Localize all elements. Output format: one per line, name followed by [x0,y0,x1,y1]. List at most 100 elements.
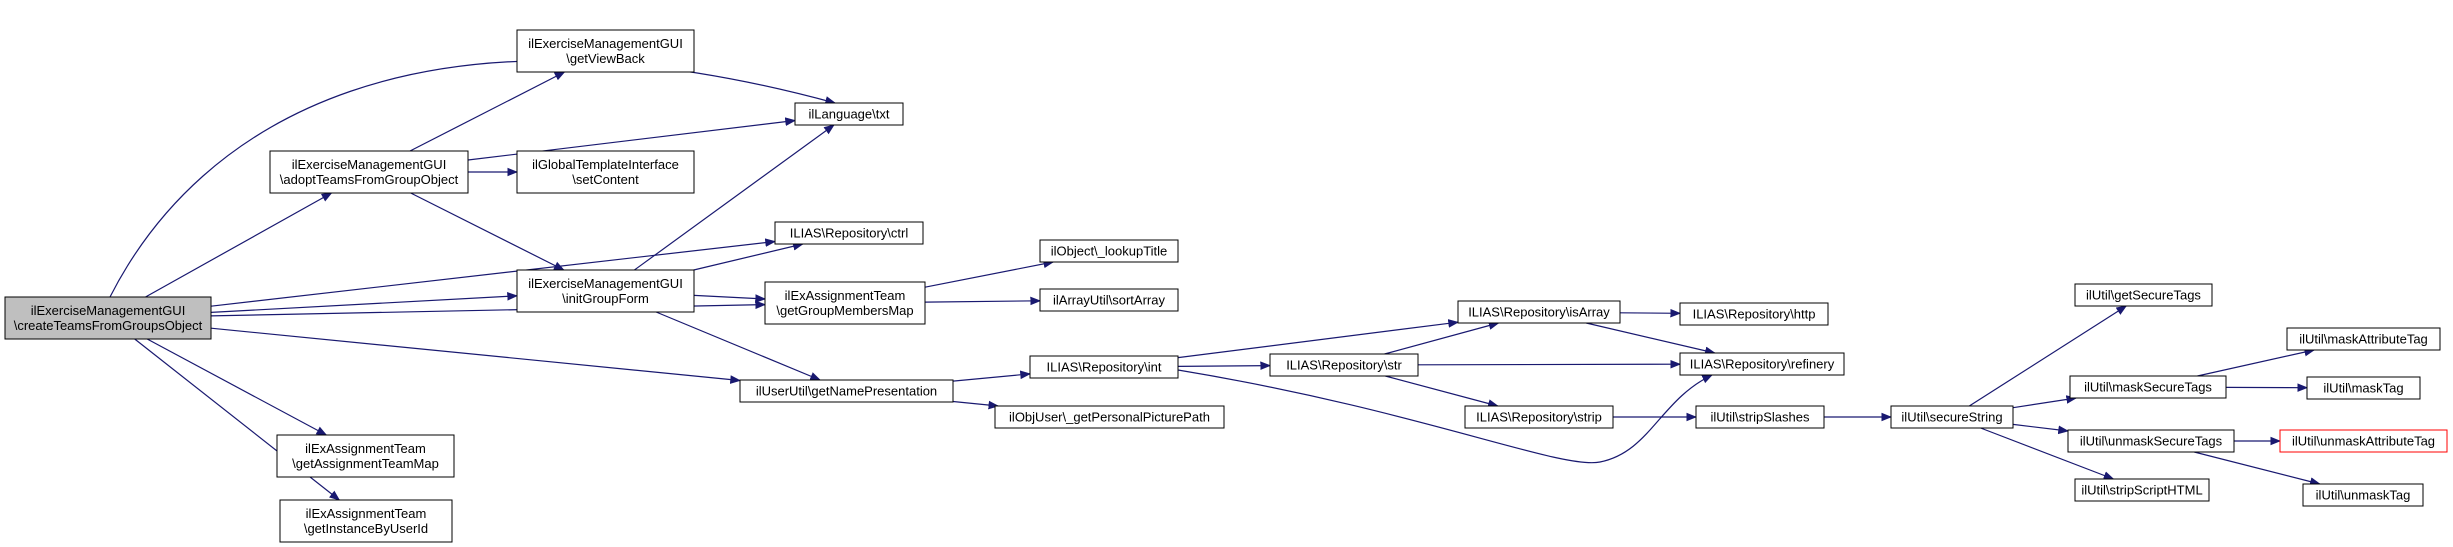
edge-repoStr-to-repoStrip [1385,375,1499,408]
node-label: ILIAS\Repository\refinery [1690,357,1835,372]
node-box [2069,375,2227,399]
node-label: ILIAS\Repository\strip [1476,410,1602,425]
node-adoptTeams[interactable]: ilExerciseManagementGUI\adoptTeamsFromGr… [269,150,469,194]
node-box [1679,302,1829,326]
node-maskAttributeTag[interactable]: ilUtil\maskAttributeTag [2286,327,2441,351]
node-box [994,405,1225,429]
node-label: ILIAS\Repository\ctrl [790,226,909,241]
node-box [269,150,469,194]
node-unmaskAttributeTag[interactable]: ilUtil\unmaskAttributeTag [2279,429,2448,453]
node-getInstanceByUserId[interactable]: ilExAssignmentTeam\getInstanceByUserId [279,499,453,543]
node-box [764,281,926,325]
node-box [2306,376,2421,400]
node-langTxt[interactable]: ilLanguage\txt [794,102,904,126]
node-label: ilLanguage\txt [809,107,890,122]
edge-repoIsArray-to-repoHttp [1619,308,1682,318]
node-box [1029,355,1179,379]
node-stripSlashes[interactable]: ilUtil\stripSlashes [1695,405,1825,429]
node-maskTag[interactable]: ilUtil\maskTag [2306,376,2421,400]
edge-initGroupForm-to-getNamePresentation [655,311,821,381]
edge-getNamePresentation-to-personalPicture [952,400,1000,410]
node-box [516,269,695,313]
edge-createTeams-to-langTxt [109,60,837,298]
node-box [2067,429,2235,453]
node-box [2279,429,2448,453]
node-box [276,434,455,478]
edge-repoInt-to-repoRefinery [1177,369,1713,464]
node-label: \getInstanceByUserId [304,521,428,536]
node-label: ilUtil\maskAttributeTag [2299,332,2428,347]
edges-layer [109,60,2321,501]
edge-initGroupForm-to-ctrl [693,242,804,271]
node-label: \getGroupMembersMap [776,303,913,318]
node-label: ilExAssignmentTeam [305,441,426,456]
edge-repoStr-to-repoRefinery [1417,359,1682,369]
node-label: ilExerciseManagementGUI [31,303,186,318]
edge-adoptTeams-to-getViewBack [409,71,566,152]
node-label: ILIAS\Repository\int [1047,360,1162,375]
node-getAssignmentTeamMap[interactable]: ilExAssignmentTeam\getAssignmentTeamMap [276,434,455,478]
node-maskSecureTags[interactable]: ilUtil\maskSecureTags [2069,375,2227,399]
node-label: ilUtil\maskSecureTags [2084,380,2212,395]
edge-secureString-to-stripScriptHTML [1980,427,2115,480]
node-label: ilExAssignmentTeam [785,288,906,303]
node-label: ilArrayUtil\sortArray [1053,293,1165,308]
node-box [1457,300,1621,324]
node-box [516,150,695,194]
node-repoIsArray[interactable]: ILIAS\Repository\isArray [1457,300,1621,324]
node-label: \getViewBack [566,51,645,66]
node-repoRefinery[interactable]: ILIAS\Repository\refinery [1679,352,1845,376]
edge-unmaskSecureTags-to-unmaskTag [2194,451,2321,486]
node-box [1039,239,1179,263]
edge-maskSecureTags-to-maskAttributeTag [2197,347,2316,377]
node-label: ilExerciseManagementGUI [528,276,683,291]
edge-adoptTeams-to-initGroupForm [410,192,565,271]
node-label: \initGroupForm [562,291,649,306]
node-setContent[interactable]: ilGlobalTemplateInterface\setContent [516,150,695,194]
edge-secureString-to-unmaskSecureTags [2012,423,2070,435]
nodes-layer: ilExerciseManagementGUI\createTeamsFromG… [4,29,2448,543]
node-label: ilGlobalTemplateInterface [532,157,679,172]
node-createTeams[interactable]: ilExerciseManagementGUI\createTeamsFromG… [4,296,212,340]
node-label: ilUtil\maskTag [2323,381,2403,396]
edge-createTeams-to-getAssignmentTeamMap [146,338,328,436]
node-stripScriptHTML[interactable]: ilUtil\stripScriptHTML [2074,478,2210,502]
edge-initGroupForm-to-langTxt [634,124,835,271]
node-repoHttp[interactable]: ILIAS\Repository\http [1679,302,1829,326]
node-getSecureTags[interactable]: ilUtil\getSecureTags [2074,283,2213,307]
node-getNamePresentation[interactable]: ilUserUtil\getNamePresentation [739,379,954,403]
node-box [1464,405,1614,429]
node-label: ilUtil\stripScriptHTML [2081,483,2202,498]
node-sortArray[interactable]: ilArrayUtil\sortArray [1039,288,1179,312]
node-repoStrip[interactable]: ILIAS\Repository\strip [1464,405,1614,429]
node-getViewBack[interactable]: ilExerciseManagementGUI\getViewBack [516,29,695,73]
node-box [1890,405,2014,429]
node-getGroupMembersMap[interactable]: ilExAssignmentTeam\getGroupMembersMap [764,281,926,325]
node-unmaskTag[interactable]: ilUtil\unmaskTag [2302,483,2424,507]
node-box [2074,478,2210,502]
edge-createTeams-to-getNamePresentation [210,327,742,384]
node-repoInt[interactable]: ILIAS\Repository\int [1029,355,1179,379]
node-label: ilUtil\unmaskSecureTags [2080,434,2223,449]
node-box [1679,352,1845,376]
node-label: \createTeamsFromGroupsObject [14,318,203,333]
node-unmaskSecureTags[interactable]: ilUtil\unmaskSecureTags [2067,429,2235,453]
node-lookupTitle[interactable]: ilObject\_lookupTitle [1039,239,1179,263]
node-repoStr[interactable]: ILIAS\Repository\str [1269,353,1419,377]
node-box [1269,353,1419,377]
node-label: ilUtil\secureString [1901,410,2002,425]
node-label: \setContent [572,172,639,187]
node-box [2074,283,2213,307]
node-ctrl[interactable]: ILIAS\Repository\ctrl [774,221,924,245]
node-box [774,221,924,245]
edge-createTeams-to-initGroupForm [210,292,519,313]
node-box [516,29,695,73]
node-box [1039,288,1179,312]
node-box [794,102,904,126]
node-initGroupForm[interactable]: ilExerciseManagementGUI\initGroupForm [516,269,695,313]
node-personalPicture[interactable]: ilObjUser\_getPersonalPicturePath [994,405,1225,429]
node-label: ilUtil\unmaskAttributeTag [2292,434,2435,449]
node-secureString[interactable]: ilUtil\secureString [1890,405,2014,429]
node-label: ilExAssignmentTeam [306,506,427,521]
